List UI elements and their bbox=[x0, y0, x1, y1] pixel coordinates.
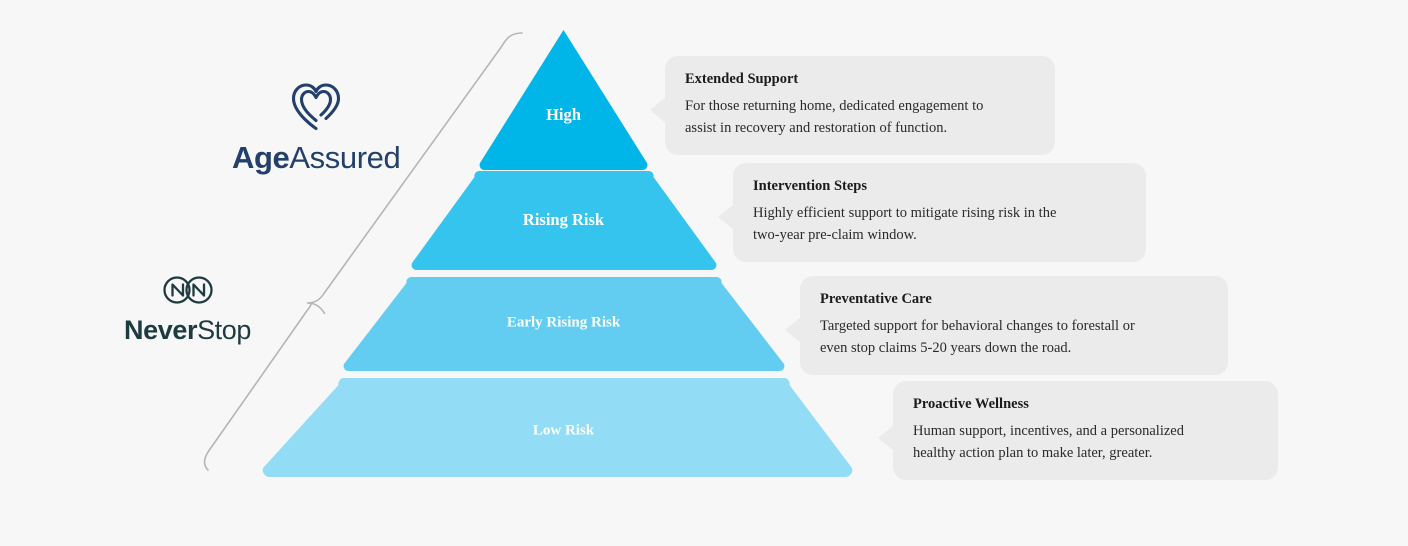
callout-proactive-wellness[interactable]: Proactive Wellness Human support, incent… bbox=[878, 381, 1278, 481]
callout-title: Extended Support bbox=[685, 71, 799, 87]
left-bracket-icon bbox=[203, 32, 523, 471]
pyramid-tier-rising-risk[interactable]: Rising Risk bbox=[411, 171, 717, 270]
logo-ageassured[interactable]: AgeAssured bbox=[232, 78, 532, 173]
logo-ageassured-word-strong: Age bbox=[232, 140, 290, 175]
logo-ageassured-word-light: Assured bbox=[289, 140, 401, 175]
logo-neverstop-word-light: Stop bbox=[197, 315, 252, 345]
callout-intervention-steps[interactable]: Intervention Steps Highly efficient supp… bbox=[718, 163, 1146, 263]
tier-label-rising-risk: Rising Risk bbox=[523, 210, 605, 229]
callout-body: Human support, incentives, and a persona… bbox=[913, 423, 1184, 462]
callout-tail-icon bbox=[785, 317, 801, 343]
pyramid-tier-low-risk[interactable]: Low Risk bbox=[262, 378, 853, 477]
callout-body: Highly efficient support to mitigate ris… bbox=[753, 205, 1057, 244]
pyramid-tier-high[interactable]: High bbox=[479, 30, 648, 170]
callout-title: Proactive Wellness bbox=[913, 396, 1029, 412]
infinity-loop-icon bbox=[163, 276, 213, 304]
callout-preventative-care[interactable]: Preventative Care Targeted support for b… bbox=[785, 276, 1228, 376]
risk-pyramid: High Rising Risk Early Rising Risk Low R… bbox=[262, 30, 853, 477]
logo-neverstop[interactable]: NeverStop bbox=[124, 272, 384, 344]
callout-extended-support[interactable]: Extended Support For those returning hom… bbox=[650, 56, 1055, 156]
callout-title: Intervention Steps bbox=[753, 178, 867, 194]
callout-body: Targeted support for behavioral changes … bbox=[820, 318, 1135, 357]
tier-label-early-rising-risk: Early Rising Risk bbox=[507, 314, 621, 330]
heart-outline-icon bbox=[291, 83, 341, 131]
callout-tail-icon bbox=[650, 97, 666, 123]
callout-tail-icon bbox=[718, 204, 734, 230]
callout-body: For those returning home, dedicated enga… bbox=[685, 98, 984, 137]
logo-neverstop-wordmark: NeverStop bbox=[124, 317, 384, 344]
callout-title: Preventative Care bbox=[820, 291, 932, 307]
tier-label-low-risk: Low Risk bbox=[533, 422, 595, 438]
logo-ageassured-wordmark: AgeAssured bbox=[232, 142, 532, 173]
tier-label-high: High bbox=[546, 105, 581, 124]
logo-neverstop-word-strong: Never bbox=[124, 315, 198, 345]
callout-tail-icon bbox=[878, 425, 894, 451]
pyramid-tier-early-rising-risk[interactable]: Early Rising Risk bbox=[343, 277, 785, 371]
